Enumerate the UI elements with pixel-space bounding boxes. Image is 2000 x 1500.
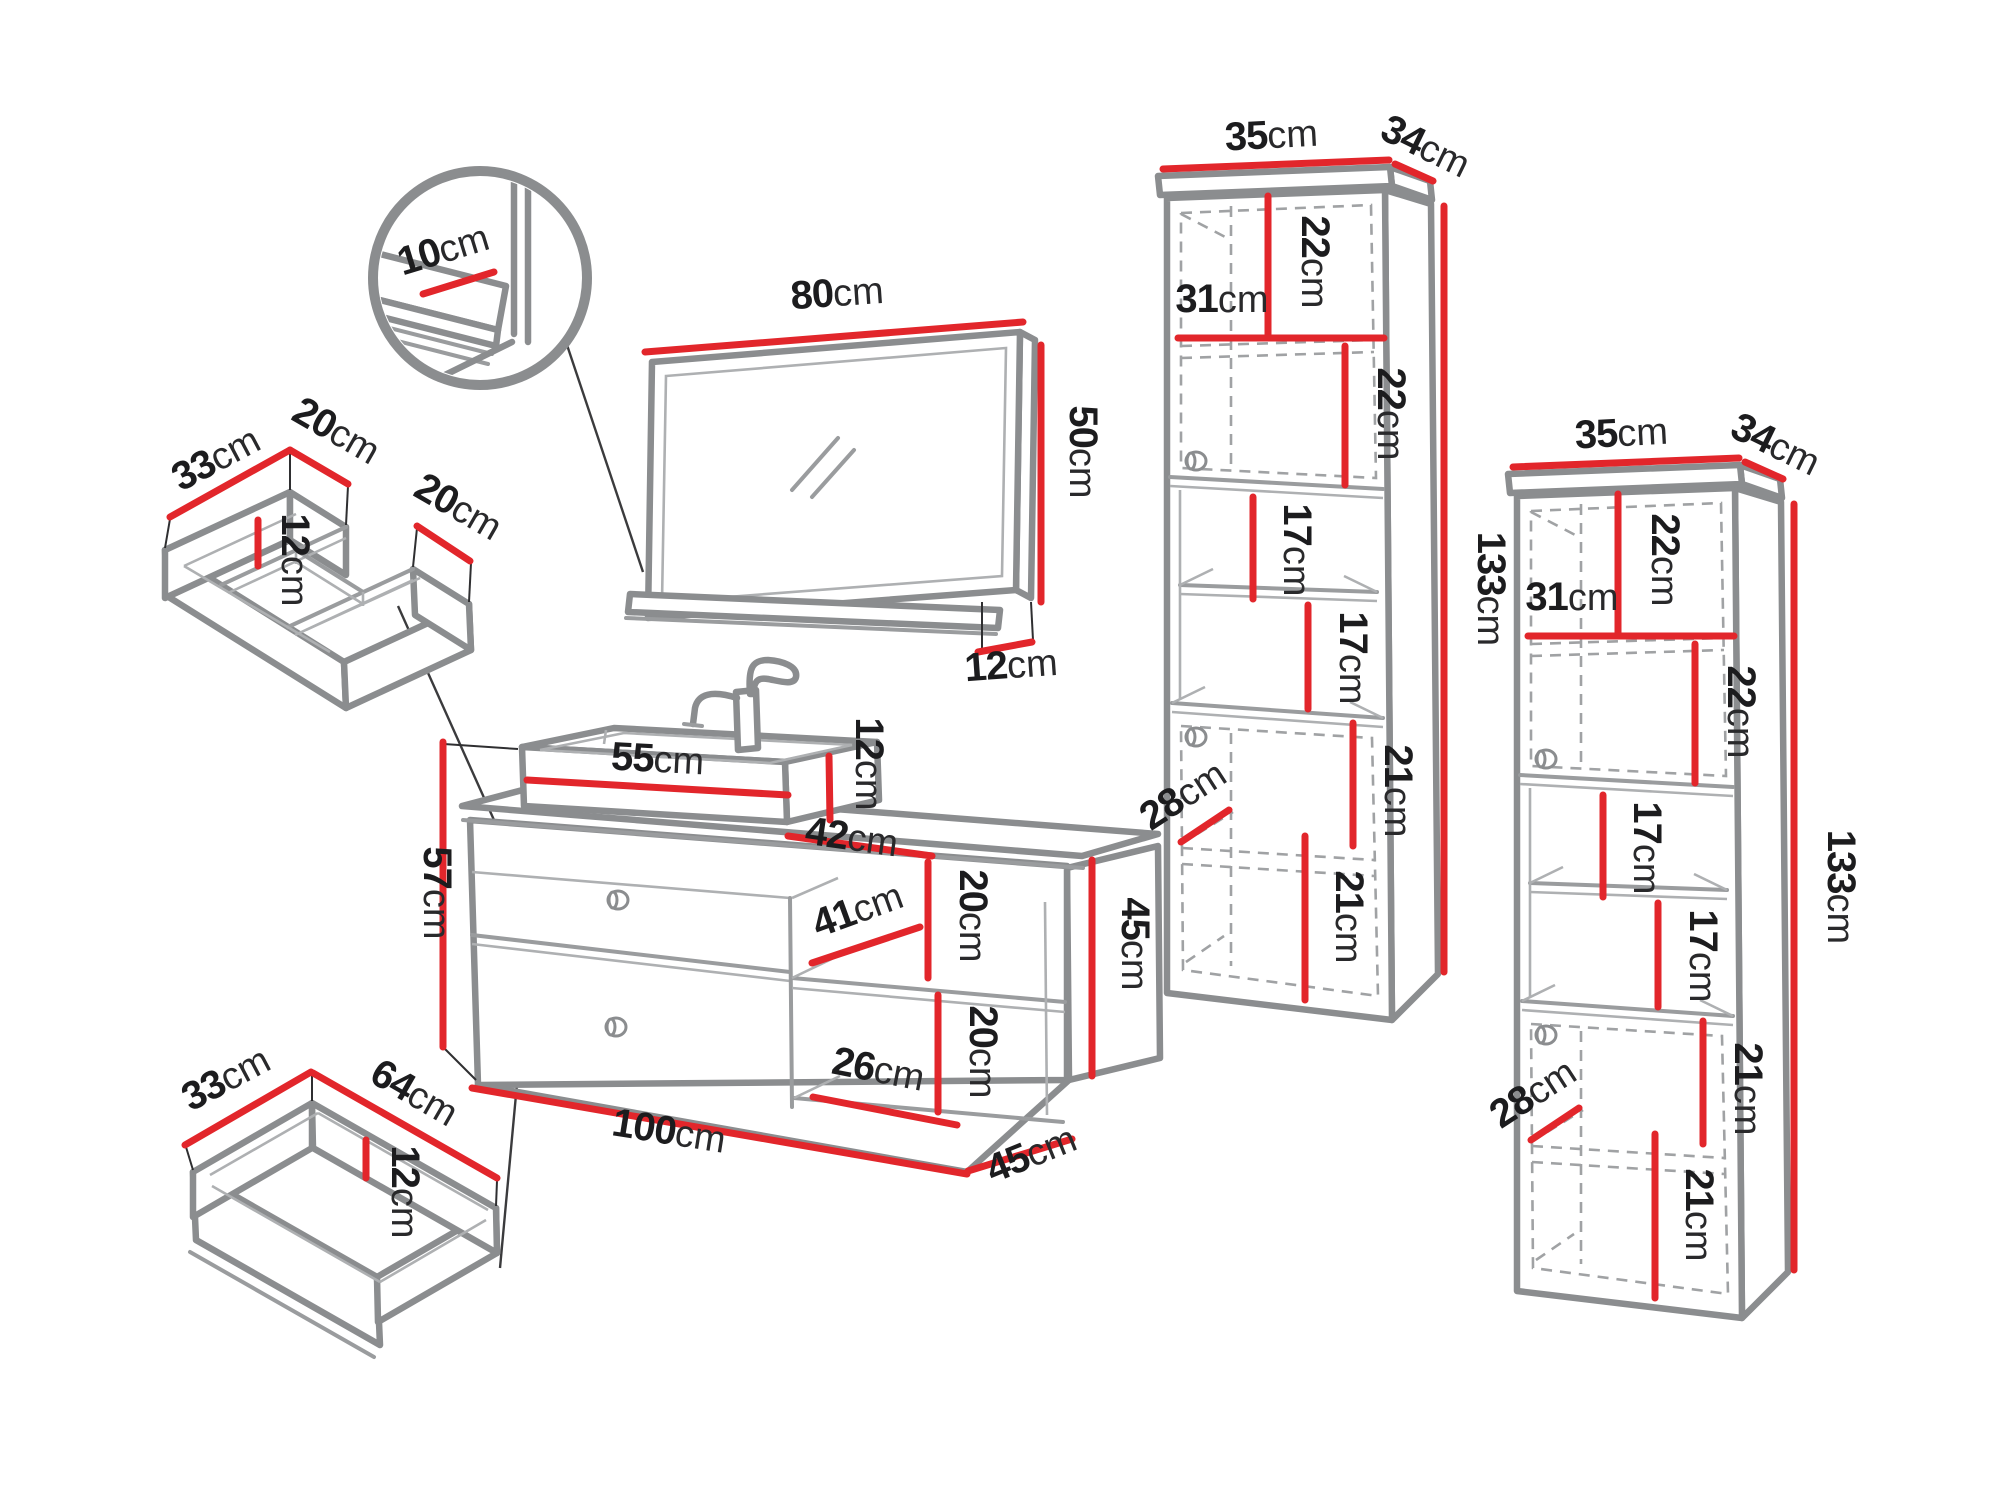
vanity-open-left-edge [788,896,794,1109]
dim-drawer-depth-label: 33cm [174,1037,277,1120]
drawer-floor-hint-2 [379,1218,487,1284]
dim-drawer-depth-line [181,1068,315,1149]
vanity-plinth-side [963,1076,1073,1176]
dim-mirror-shelf-label: 12cm [963,640,1059,690]
vanity-shelf-front2 [791,986,1066,1014]
drawer-inner-rim-1 [209,1111,319,1177]
dim-mirror-width-label: 80cm [789,268,885,318]
faucet [682,656,800,754]
mirror-shine-2 [810,448,856,499]
insert-ext-w20a [345,485,349,526]
vanity-drawer-divider [470,933,792,974]
dim-basin-height-label: 12cm [847,717,891,810]
sink-rim-tick [602,729,608,745]
insert-ext-w20b1 [412,527,418,568]
mirror: 80cm 50cm 12cm [624,268,1105,690]
drawer-box: 33cm 64cm 12cm [174,1037,501,1359]
drawer-bottom-edge [188,1250,376,1359]
vanity-knob-upper-inner [607,890,619,910]
drawer-floor-hint-1 [211,1184,381,1284]
vanity-counter-edge [461,818,1085,870]
dim-insert-left-width-line [286,446,352,488]
insert-divider-1-inner [227,536,347,595]
dim-side-height-label: 45cm [1113,897,1157,990]
callout-circle-to-mirror [564,341,645,573]
drawer-back-wall [308,1099,501,1257]
insert-divider-1-top [219,525,348,587]
dim-drawer-width-label: 64cm [363,1050,466,1135]
insert-notch-edge2 [295,560,364,606]
vanity-ext-57-bottom [443,1047,477,1081]
insert-floor-hint-1 [183,512,297,568]
mirror-shelf-front [624,590,1004,632]
mirror-shelf-ext-2 [1030,601,1034,641]
drawer-left-wall [189,1099,316,1221]
dim-mirror-width-line [641,318,1027,356]
drawer-ext-right [495,1180,498,1207]
dim-front-height-label: 57cm [415,846,459,939]
dim-width-label: 100cm [609,1100,729,1161]
mirror-shelf-under [624,616,998,636]
vanity-ext-57-top [443,743,519,750]
dim-insert-right-width-label: 20cm [407,464,510,549]
sink-inner-rim [539,731,853,765]
vanity-floor-depth-hint [793,1074,841,1100]
mirror-glass-edge [660,346,1008,604]
dim-mirror-shelf-line [974,638,1036,656]
insert-ext-w20b2 [468,562,472,603]
detail-circle: 10cm [368,166,592,390]
dim-basin-width-line [523,776,792,799]
dim-top-depth-line [784,832,936,860]
dim-lower-shelf-label: 20cm [961,1005,1005,1098]
dim-upper-shelf-label: 20cm [951,869,995,962]
vanity-knob-lower-inner [605,1017,617,1037]
vanity-drawer-divider2 [471,942,791,983]
dim-width-line [468,1084,971,1178]
dim-drawer-height-label: 12cm [383,1145,427,1238]
dim-insert-height-label: 12cm [273,513,317,606]
dim-depth-label: 45cm [980,1116,1083,1192]
dim-shelf-depth-line [808,923,924,967]
dim-depth-line [964,1135,1076,1175]
dim-insert-right-width-line [413,522,474,565]
tall-cabinet-2 [1482,404,1863,1318]
insert-back-wall-right [409,565,475,654]
dim-basin-height-line [825,752,834,824]
detail-shelf-front [379,292,502,350]
mirror-shine-1 [790,436,840,492]
faucet-spout [689,690,741,728]
insert-back-wall-left [286,488,350,579]
dim-mirror-height-label: 50cm [1061,405,1105,498]
vanity-open-back-corner [1043,901,1049,1116]
insert-divider-2-top [286,567,415,629]
dim-insert-depth-line [166,446,294,521]
faucet-outlet [682,722,704,728]
dim-drawer-width-line [309,1069,501,1182]
insert-notch-edge [294,548,365,594]
vanity-shelf-front [790,976,1067,1004]
dim-basin-width-label: 55cm [610,735,705,784]
vanity-open-top-hint [791,876,839,900]
dim-top-depth-label: 42cm [803,809,901,866]
insert-floor-hint-2 [183,564,331,654]
insert-floor-hint-3 [305,576,421,632]
drawer-ext-left [185,1146,194,1171]
dim-insert-left-width-label: 20cm [285,388,388,473]
detail-frame-bottom [386,338,516,379]
dim-lower-shelf-width-label: 26cm [829,1039,929,1100]
drawer-inner-rim-2 [317,1111,489,1212]
insert-ext-left [164,518,171,549]
detail-shelf-under-2 [379,328,490,366]
dim-detail-shelf-line [419,268,498,298]
faucet-lever [746,656,800,698]
vanity-drawer1-top [471,870,791,900]
tall-cabinet-1 [1132,106,1513,1020]
vanity-cabinet: 55cm 12cm 42cm 57cm 41cm 20cm 20cm 26cm … [415,656,1164,1192]
dim-lower-shelf-width-line [809,1093,961,1129]
drawer-insert: 33cm 20cm 20cm 12cm [161,388,510,712]
